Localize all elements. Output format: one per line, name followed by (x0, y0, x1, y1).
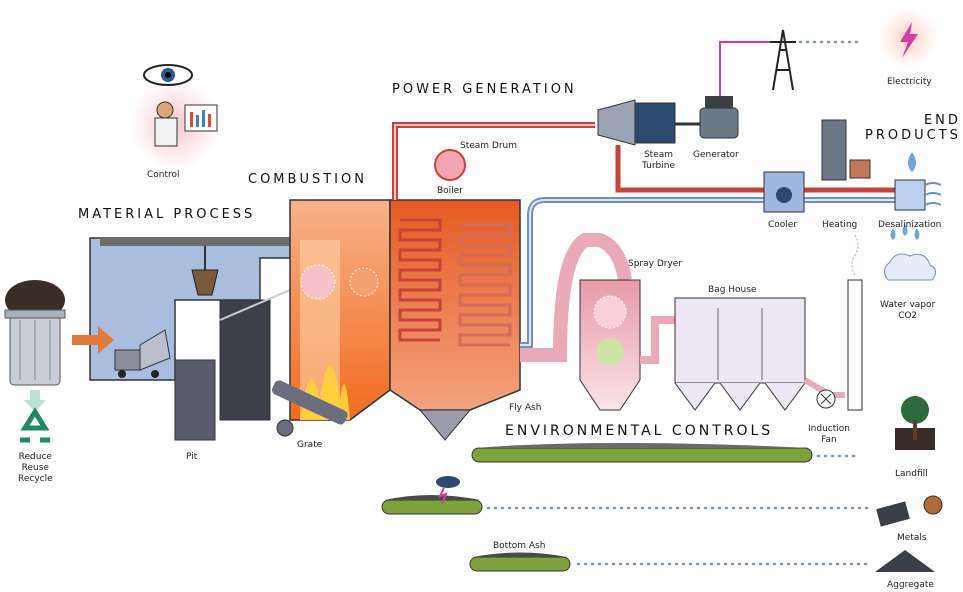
label-water-vapor: Water vapor CO2 (880, 300, 936, 321)
label-pit: Pit (186, 452, 198, 462)
label-heating: Heating (822, 220, 858, 230)
metal-coil-icon (876, 495, 943, 527)
tree-icon (895, 396, 935, 450)
power-line (719, 41, 770, 96)
label-generator: Generator (693, 150, 739, 160)
fan-icon (816, 389, 836, 409)
label-steam-drum: Steam Drum (460, 141, 518, 151)
label-metals: Metals (897, 533, 927, 543)
operator-icon (130, 80, 220, 170)
truck-icon (114, 329, 171, 378)
magnet-icon (436, 476, 460, 505)
return-water-line-inner (520, 199, 900, 346)
heating-building (821, 119, 871, 181)
cloud-icon (884, 253, 936, 281)
material-bunker (89, 237, 291, 441)
eye-icon (143, 64, 193, 86)
section-combustion: COMBUSTION (248, 172, 367, 187)
aggregate-pile-icon (875, 550, 935, 572)
label-bottom-ash: Bottom Ash (493, 541, 546, 551)
bag-house (674, 297, 806, 411)
water-drop-icon (908, 152, 916, 172)
cooler (763, 171, 805, 213)
furnace (289, 199, 391, 421)
grate (272, 380, 348, 437)
section-environmental-controls: ENVIRONMENTAL CONTROLS (505, 423, 774, 439)
label-grate: Grate (297, 440, 323, 450)
recycle-down-arrow (24, 390, 46, 412)
feed-arrow (72, 326, 114, 354)
boiler (389, 199, 521, 441)
desalinization-waves (894, 179, 942, 211)
spray-dryer (579, 279, 641, 411)
steam-line-inner (394, 124, 595, 200)
bottom-ash-conveyor (381, 495, 483, 515)
label-aggregate: Aggregate (887, 580, 934, 590)
section-power-generation: POWER GENERATION (392, 82, 577, 97)
steam-line (392, 122, 595, 200)
stack (847, 234, 863, 411)
steam-drum (434, 149, 466, 181)
section-material-process: MATERIAL PROCESS (78, 207, 256, 222)
label-landfill: Landfill (895, 469, 928, 479)
generator (675, 96, 739, 139)
label-steam-turbine: Steam Turbine (642, 150, 675, 171)
section-end-products: END PRODUCTS (865, 113, 961, 143)
condensate-line (615, 145, 900, 193)
label-spray-dryer: Spray Dryer (628, 259, 683, 269)
flue-gas-duct (520, 233, 632, 362)
label-electricity: Electricity (887, 77, 932, 87)
recycle-icon (20, 407, 50, 443)
label-boiler: Boiler (437, 186, 463, 196)
steam-turbine (597, 99, 676, 146)
lightning-icon (878, 8, 938, 68)
water-drop-icon (890, 224, 920, 240)
crane-claw-icon (191, 246, 219, 296)
trash-can-icon (4, 280, 66, 386)
power-tower-icon (770, 29, 796, 91)
label-fly-ash: Fly Ash (509, 403, 542, 413)
label-induction-fan: Induction Fan (808, 424, 850, 445)
label-reduce-reuse-recycle: Reduce Reuse Recycle (18, 452, 53, 484)
label-cooler: Cooler (768, 220, 798, 230)
label-desalinization: Desalinization (878, 220, 942, 230)
aggregate-conveyor (469, 552, 571, 572)
fly-ash-conveyor (471, 443, 813, 463)
label-control: Control (147, 170, 180, 180)
gas-to-baghouse (640, 316, 675, 364)
label-bag-house: Bag House (708, 285, 757, 295)
